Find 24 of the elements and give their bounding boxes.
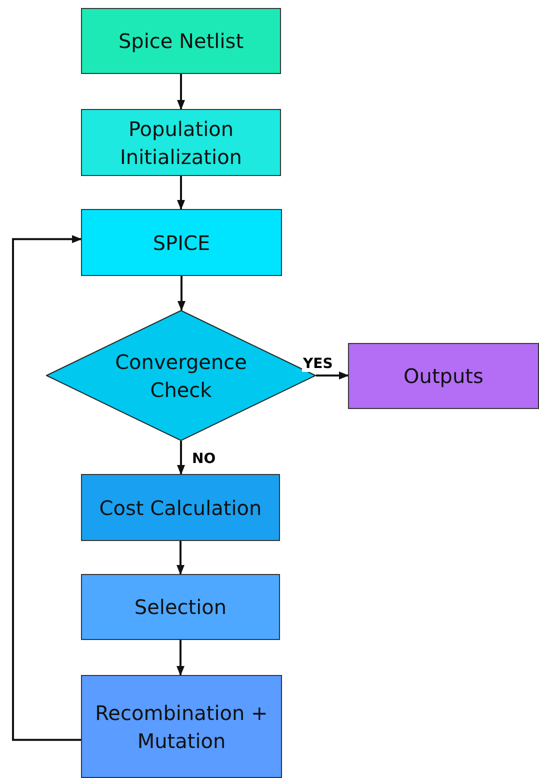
arrow — [12, 235, 82, 741]
arrow — [176, 541, 184, 575]
process-box — [81, 109, 281, 176]
node-label: Convergence Check — [114, 348, 248, 404]
arrow — [316, 372, 349, 380]
node-label: Selection — [134, 594, 227, 621]
process-box — [81, 675, 282, 778]
process-box — [81, 8, 281, 74]
process-box — [81, 209, 282, 276]
arrow — [176, 640, 184, 676]
process-box — [348, 343, 539, 409]
arrow — [177, 176, 185, 210]
node-label: Population Initialization — [119, 116, 243, 170]
process-box — [81, 474, 280, 541]
arrow — [177, 441, 185, 475]
node-label: Recombination + Mutation — [94, 700, 269, 754]
node-label: Cost Calculation — [99, 494, 262, 522]
node-label: SPICE — [152, 230, 210, 256]
node-label: Outputs — [404, 363, 484, 390]
edge-label: YES — [302, 356, 334, 372]
process-box — [81, 574, 280, 640]
arrow — [177, 74, 185, 110]
node-label: Spice Netlist — [118, 28, 244, 55]
arrow — [178, 276, 186, 311]
